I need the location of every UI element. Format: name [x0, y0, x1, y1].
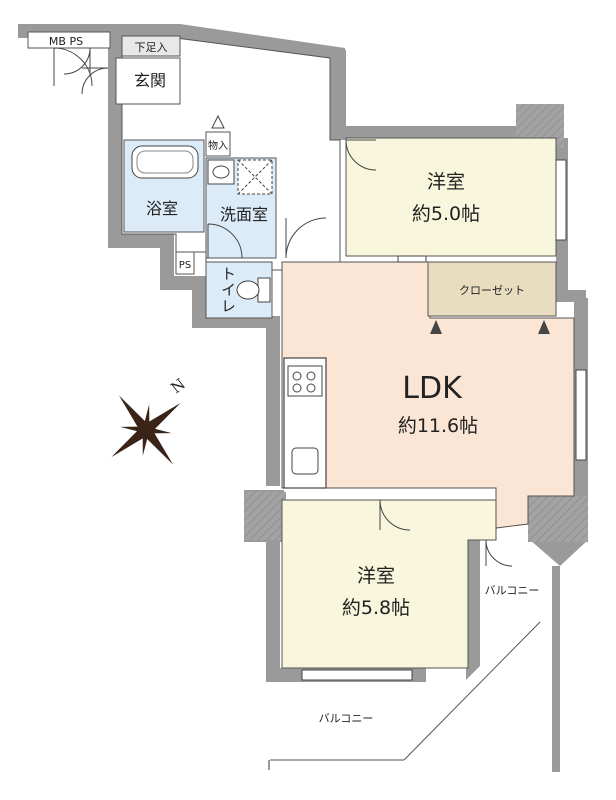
ldk-area: 約11.6帖	[398, 415, 478, 437]
western-room-1-area: 約5.0帖	[412, 203, 480, 225]
shoe-box-label: 下足入	[135, 41, 168, 54]
entrance-floor	[115, 57, 181, 105]
ps-label: PS	[179, 260, 191, 271]
doors	[53, 47, 513, 567]
mb-ps-box	[27, 31, 111, 49]
closet-label: クローゼット	[459, 284, 525, 297]
entrance-label: 玄関	[134, 71, 166, 90]
western-room-2-floor	[281, 499, 497, 669]
storage-label: 物入	[208, 139, 228, 152]
closet-floor	[427, 261, 557, 317]
compass-rose-icon	[111, 395, 181, 465]
bath-label: 浴室	[146, 199, 178, 218]
balcony-side-label: バルコニー	[485, 584, 540, 597]
western-room-1-floor	[345, 137, 557, 257]
shoe-box	[121, 35, 181, 57]
toilet-vertical-label: トイレ	[219, 266, 237, 314]
western-room-1-name: 洋室	[427, 171, 465, 193]
ldk-name: LDK	[402, 371, 463, 406]
windows	[301, 159, 587, 681]
western-room-2-name: 洋室	[357, 565, 395, 587]
storage-floor	[205, 131, 231, 157]
washroom-label: 洗面室	[220, 205, 268, 224]
mb-ps-label: MB PS	[49, 35, 83, 48]
western-room-2-area: 約5.8帖	[342, 597, 410, 619]
compass-north-label: N	[167, 375, 188, 397]
balcony-bottom-floor	[270, 566, 552, 770]
balcony-bottom-label: バルコニー	[319, 712, 374, 725]
ps-box	[175, 251, 195, 275]
